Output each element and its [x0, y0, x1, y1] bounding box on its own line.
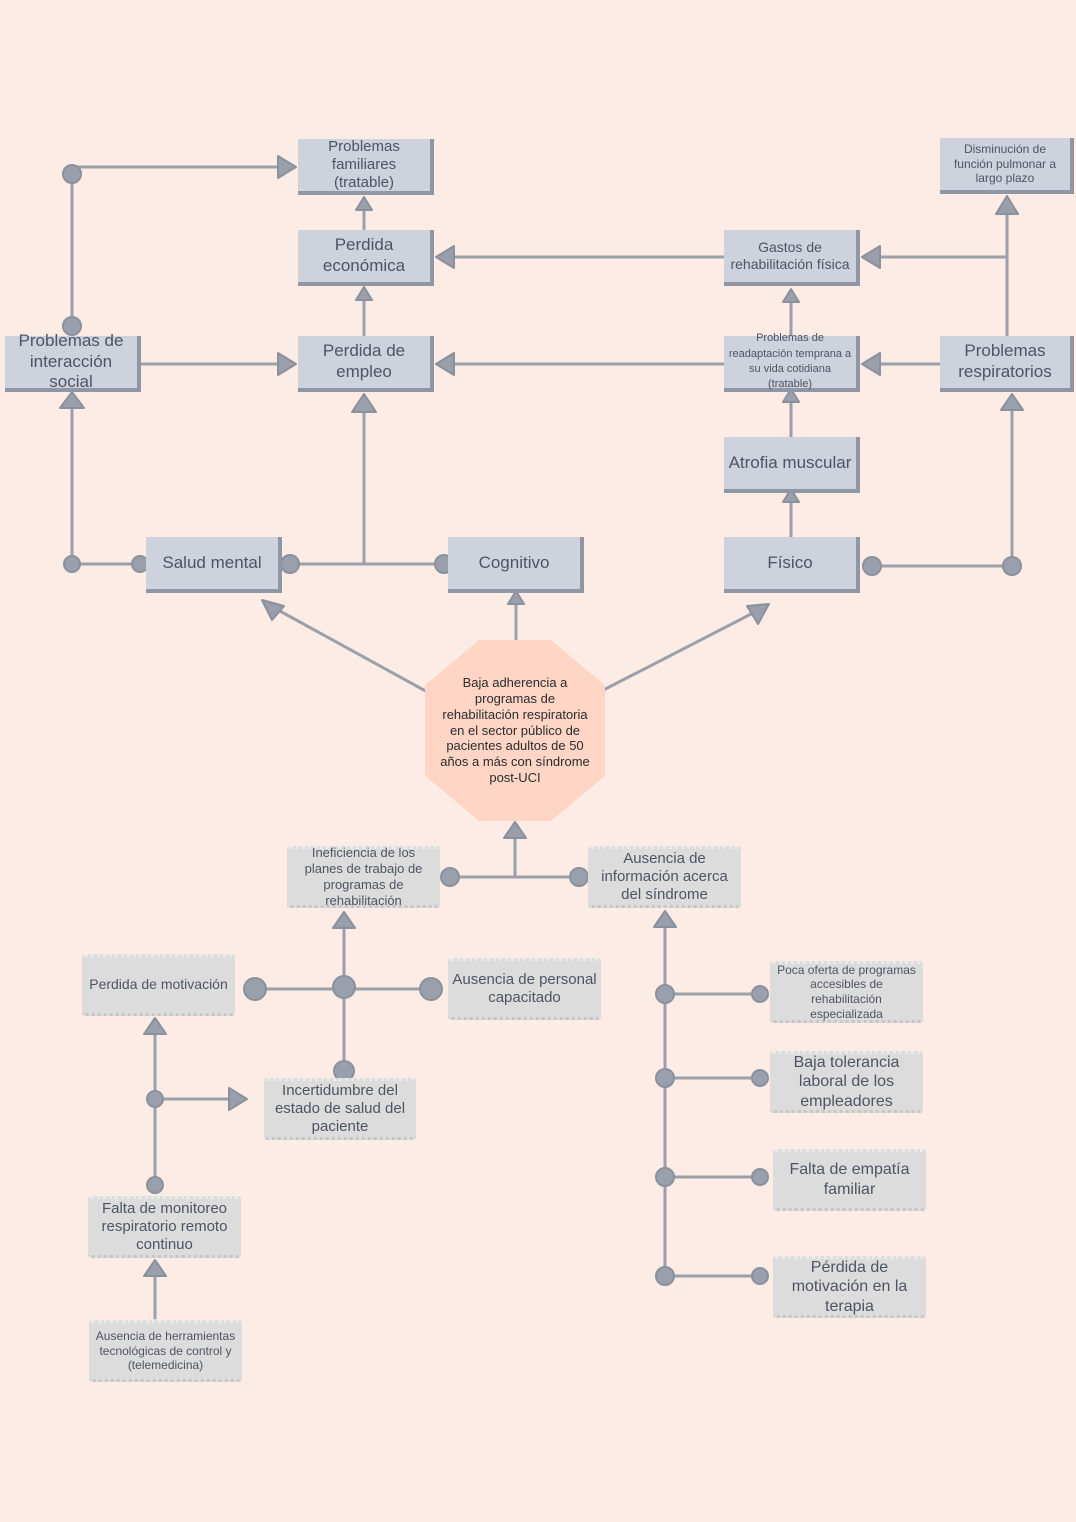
cause-perdida-motivacion: Perdida de motivación: [82, 954, 235, 1016]
effect-perdida-empleo: Perdida de empleo: [298, 336, 434, 392]
effect-cognitivo: Cognitivo: [448, 537, 584, 593]
cause-ineficiencia-planes: Ineficiencia de los planes de trabajo de…: [287, 845, 440, 908]
effect-problemas-readaptacion: Problemas de readaptación temprana a su …: [724, 332, 860, 392]
effect-problemas-familiares: Problemas familiares (tratable): [298, 138, 434, 195]
effect-gastos-rehabilitacion: Gastos de rehabilitación física: [724, 230, 860, 286]
cause-baja-tolerancia-laboral: Baja tolerancia laboral de los empleador…: [770, 1051, 923, 1113]
effect-fisico: Físico: [724, 537, 860, 593]
effect-atrofia-muscular: Atrofia muscular: [724, 437, 860, 493]
cause-perdida-motivacion-terapia: Pérdida de motivación en la terapia: [773, 1256, 926, 1318]
cause-poca-oferta-programas: Poca oferta de programas accesibles de r…: [770, 961, 923, 1023]
cause-falta-empatia-familiar: Falta de empatía familiar: [773, 1149, 926, 1211]
cause-ausencia-informacion: Ausencia de información acerca del síndr…: [588, 846, 741, 908]
core-problem: Baja adherencia a programas de rehabilit…: [425, 640, 605, 821]
effect-perdida-economica: Perdida económica: [298, 230, 434, 286]
effect-disminucion-funcion-pulmonar: Disminución de función pulmonar a largo …: [940, 138, 1074, 194]
effect-problemas-respiratorios: Problemas respiratorios: [940, 336, 1074, 392]
effect-salud-mental: Salud mental: [146, 537, 282, 593]
cause-ausencia-personal: Ausencia de personal capacitado: [448, 958, 601, 1020]
cause-incertidumbre-salud: Incertidumbre del estado de salud del pa…: [264, 1078, 416, 1140]
effect-problemas-interaccion-social: Problemas de interacción social: [5, 331, 141, 392]
cause-ausencia-herramientas: Ausencia de herramientas tecnológicas de…: [89, 1320, 242, 1382]
cause-falta-monitoreo: Falta de monitoreo respiratorio remoto c…: [88, 1196, 241, 1258]
